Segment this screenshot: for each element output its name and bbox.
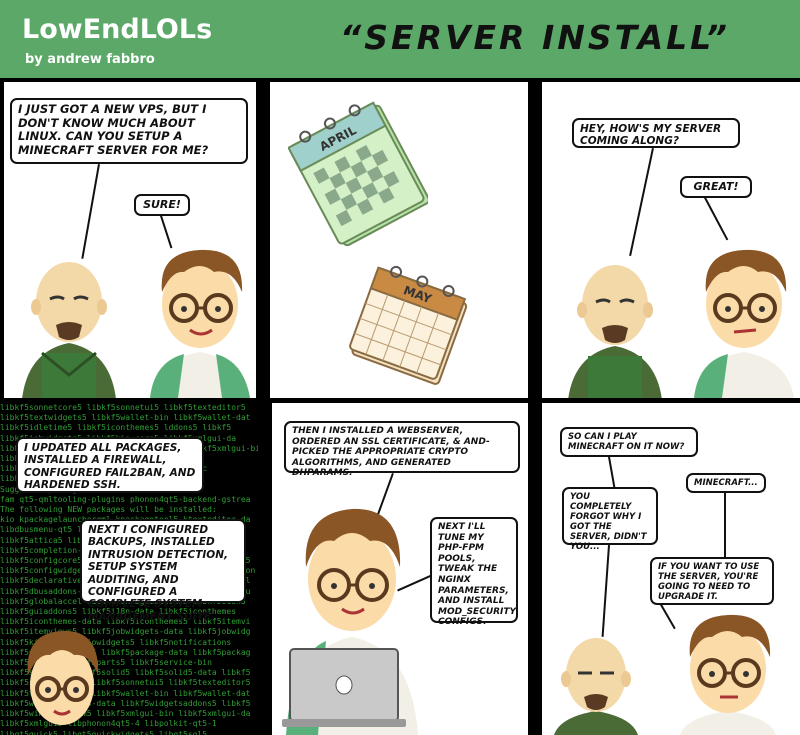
panel-4: libkf5sonnetcore5 libkf5sonnetui5 libkf5…: [0, 403, 258, 735]
terminal-line: libkf5idletime5 libkf5iconthemes5 lddons…: [0, 423, 232, 433]
terminal-line: libqt5quick5 libqt5quickwidgets5 libqt5s…: [0, 729, 208, 735]
panel-2: APRIL MAY: [270, 82, 528, 398]
terminal-line: libkf5kio5 libkf5kiowidgets5 libkf5notif…: [0, 637, 232, 647]
terminal-line: libkf5sonnet5-data libkf5sonnetui5 libkf…: [0, 678, 251, 688]
terminal-line: libkf5iconthemes-data libkf5iconthemes5 …: [0, 617, 251, 627]
comic-header: LowEndLOLs by andrew fabbro “SERVER INST…: [0, 0, 800, 78]
nerd-admin-figure: [27, 630, 99, 725]
terminal-line: libkf5xmlgui5 libphonon4qt5-4 libpolkit-…: [0, 719, 217, 729]
comic-title: “SERVER INSTALL”: [340, 18, 730, 57]
bubble-tail: [601, 545, 610, 637]
terminal-line: libkf5widgetsaddons-data libkf5widgetsad…: [0, 698, 251, 708]
terminal-line: fam qt5-qmltooling-plugins phonon4qt5-ba…: [0, 494, 251, 504]
terminal-line: libkf5textwidgets5 libkf5wallet-bin libk…: [0, 413, 251, 423]
bubble-tail: [724, 493, 726, 559]
speech-bubble-great: GREAT!: [680, 176, 752, 198]
terminal-line: libkf5textwidgets5 libkf5wallet-bin libk…: [0, 688, 251, 698]
terminal-line: libkf5guiaddons5 libkf5i18n-data libkf5i…: [0, 607, 236, 617]
bald-client-figure: [568, 265, 662, 398]
speech-bubble-server-status: HEY, HOW'S MY SERVER COMING ALONG?: [572, 118, 740, 148]
terminal-line: libkf5service5 libkf5solid5 libkf5solid5…: [0, 668, 251, 678]
panel-6: SO CAN I PLAY MINECRAFT ON IT NOW? MINEC…: [542, 403, 800, 735]
speech-bubble-upgrade: IF YOU WANT TO USE THE SERVER, YOU'RE GO…: [650, 557, 774, 605]
bubble-tail: [608, 456, 616, 491]
panel-5: THEN I INSTALLED A WEBSERVER, ORDERED AN…: [272, 403, 528, 735]
speech-bubble-sure: SURE!: [134, 194, 190, 216]
terminal-line: libkf5plasma5 libkf5parts5 libkf5service…: [0, 658, 212, 668]
bubble-tail: [704, 197, 729, 241]
speech-bubble-client-request: I JUST GOT A NEW VPS, BUT I DON'T KNOW M…: [10, 98, 248, 164]
calendar-may: MAY: [349, 265, 468, 385]
speech-bubble-play-minecraft: SO CAN I PLAY MINECRAFT ON IT NOW?: [560, 427, 698, 457]
terminal-line: libkf5windowsystem5 libkf5xmlgui-bin lib…: [0, 709, 251, 719]
speech-bubble-webserver: THEN I INSTALLED A WEBSERVER, ORDERED AN…: [284, 421, 520, 478]
nerd-admin-figure: [150, 249, 250, 398]
author-byline: by andrew fabbro: [25, 52, 155, 67]
terminal-line: libkf5sonnetcore5 libkf5sonnetui5 libkf5…: [0, 403, 246, 412]
speech-bubble-forgot: YOU COMPLETELY FORGOT WHY I GOT THE SERV…: [562, 487, 658, 552]
speech-bubble-backups: NEXT I CONFIGURED BACKUPS, INSTALLED INT…: [80, 519, 246, 623]
terminal-line: libkf5notifications5 libkf5package-data …: [0, 647, 251, 657]
speech-bubble-php-fpm: NEXT I'LL TUNE MY PHP-FPM POOLS, TWEAK T…: [430, 517, 518, 627]
site-logo[interactable]: LowEndLOLs: [22, 14, 213, 45]
nerd-admin-figure: [680, 614, 776, 735]
calendar-april: APRIL: [288, 101, 428, 247]
terminal-line: The following NEW packages will be insta…: [0, 505, 217, 515]
nerd-admin-figure: [694, 249, 794, 398]
bubble-tail: [629, 148, 654, 257]
bubble-tail: [81, 164, 100, 259]
panel-1: I JUST GOT A NEW VPS, BUT I DON'T KNOW M…: [4, 82, 256, 398]
panel-3: HEY, HOW'S MY SERVER COMING ALONG? GREAT…: [542, 82, 800, 398]
bald-client-figure: [554, 638, 638, 735]
nerd-admin-with-laptop: [282, 508, 418, 735]
speech-bubble-updates: I UPDATED ALL PACKAGES, INSTALLED A FIRE…: [16, 437, 204, 493]
terminal-line: libkf5itemviews5 libkf5jobwidgets-data l…: [0, 627, 251, 637]
bald-client-figure: [22, 262, 116, 398]
speech-bubble-minecraft: MINECRAFT...: [686, 473, 766, 493]
